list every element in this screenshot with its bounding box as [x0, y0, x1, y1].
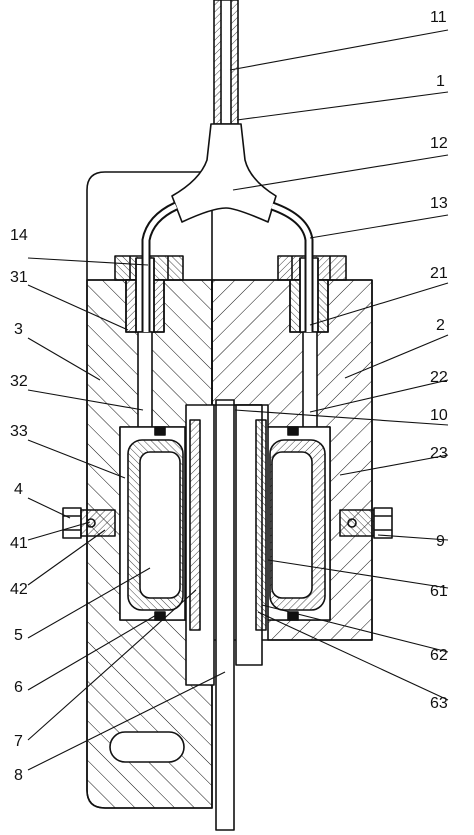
callout-62: 62	[430, 647, 448, 664]
center-blades	[185, 399, 267, 831]
callout-2: 2	[436, 317, 445, 334]
callout-11: 11	[430, 9, 447, 26]
callout-13: 13	[430, 195, 448, 212]
callout-42: 42	[10, 581, 28, 598]
callout-3: 3	[14, 321, 23, 338]
callout-10: 10	[430, 407, 448, 424]
callout-6: 6	[14, 679, 23, 696]
callout-7: 7	[14, 733, 23, 750]
callout-61: 61	[430, 583, 448, 600]
callout-23: 23	[430, 445, 448, 462]
callout-8: 8	[14, 767, 23, 784]
callout-4: 4	[14, 481, 23, 498]
leader-lines	[27, 29, 449, 771]
tube-assembly	[141, 0, 314, 332]
callout-33: 33	[10, 423, 28, 440]
callout-22: 22	[430, 369, 448, 386]
callout-21: 21	[430, 265, 448, 282]
callout-63: 63	[430, 695, 448, 712]
callout-14: 14	[10, 227, 28, 244]
callout-labels: 11 1 12 13 14 21 31 2 3 22 32 10 33 23 4…	[10, 9, 448, 784]
callout-32: 32	[10, 373, 28, 390]
callout-9: 9	[436, 533, 445, 550]
callout-41: 41	[10, 535, 28, 552]
callout-1: 1	[436, 73, 445, 90]
callout-12: 12	[430, 135, 448, 152]
callout-5: 5	[14, 627, 23, 644]
callout-31: 31	[10, 269, 28, 286]
